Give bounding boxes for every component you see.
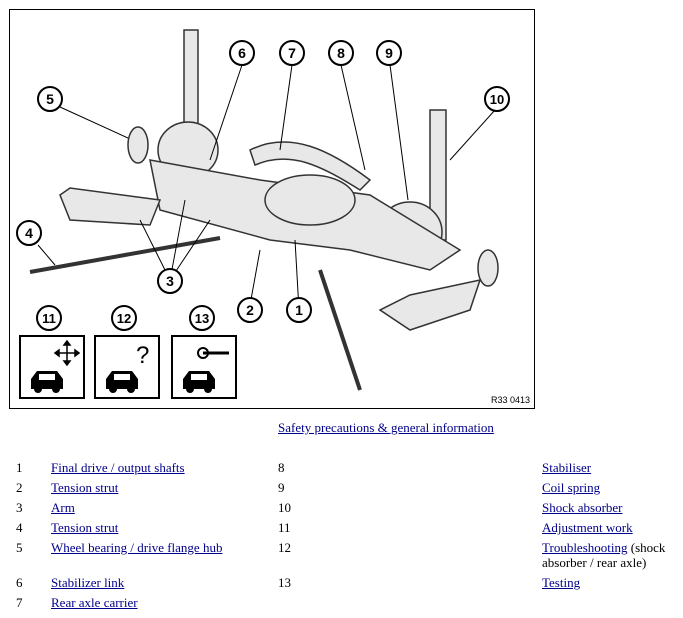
callout-5: 5 [37,86,63,112]
troubleshooting-icon[interactable]: ? [94,335,160,399]
legend-link-arm[interactable]: Arm [51,500,75,515]
callout-4: 4 [16,220,42,246]
legend-link-wheel-bearing[interactable]: Wheel bearing / drive flange hub [51,540,223,555]
callout-1: 1 [286,297,312,323]
legend-item-troubleshooting: Troubleshooting (shock absorber / rear a… [542,540,680,570]
svg-text:?: ? [136,342,149,369]
callout-9: 9 [376,40,402,66]
legend-link-tension-strut-2[interactable]: Tension strut [51,480,119,495]
final-drive [264,174,356,226]
left-tension-strut [29,236,221,274]
legend-num: 12 [278,540,291,555]
legend-num: 4 [16,520,23,535]
legend-link-adjustment-work[interactable]: Adjustment work [542,520,633,535]
callout-7: 7 [279,40,305,66]
adjustment-work-icon[interactable] [19,335,85,399]
callout-6: 6 [229,40,255,66]
legend-num: 6 [16,575,23,590]
legend-link-stabilizer-link[interactable]: Stabilizer link [51,575,125,590]
legend-num: 7 [16,595,23,610]
callout-8: 8 [328,40,354,66]
legend-num: 13 [278,575,291,590]
legend-num: 3 [16,500,23,515]
figure-code: R33 0413 [490,395,530,405]
troubleshooting-note: (shock absorber / rear axle) [542,540,666,570]
safety-precautions-link[interactable]: Safety precautions & general information [278,420,494,435]
legend-num: 1 [16,460,23,475]
legend-link-stabiliser[interactable]: Stabiliser [542,460,592,475]
legend-num: 5 [16,540,23,555]
callout-11: 11 [36,305,62,331]
stabiliser-bar [249,141,372,191]
legend-link-rear-axle-carrier[interactable]: Rear axle carrier [51,595,138,610]
rear-axle-diagram: 1 2 3 4 5 6 7 8 9 10 11 12 13 ? [9,9,535,409]
legend-link-final-drive[interactable]: Final drive / output shafts [51,460,185,475]
legend-num: 10 [278,500,291,515]
legend-link-troubleshooting[interactable]: Troubleshooting [542,540,628,555]
legend-num: 9 [278,480,285,495]
callout-10: 10 [484,86,510,112]
callout-13: 13 [189,305,215,331]
rear-axle-drawing [29,29,499,391]
legend-link-coil-spring[interactable]: Coil spring [542,480,601,495]
left-wheel-hub [127,126,149,164]
legend-table: 1 Final drive / output shafts 2 Tension … [0,458,683,618]
callout-3: 3 [157,268,183,294]
right-arm [378,278,482,331]
legend-num: 8 [278,460,285,475]
legend-link-tension-strut-4[interactable]: Tension strut [51,520,119,535]
right-wheel-hub [477,249,499,287]
legend-num: 11 [278,520,291,535]
legend-num: 2 [16,480,23,495]
legend-link-testing[interactable]: Testing [542,575,581,590]
lower-tension-strut [318,269,362,391]
callout-2: 2 [237,297,263,323]
testing-icon[interactable] [171,335,237,399]
left-arm [59,187,162,226]
callout-12: 12 [111,305,137,331]
legend-link-shock-absorber[interactable]: Shock absorber [542,500,623,515]
